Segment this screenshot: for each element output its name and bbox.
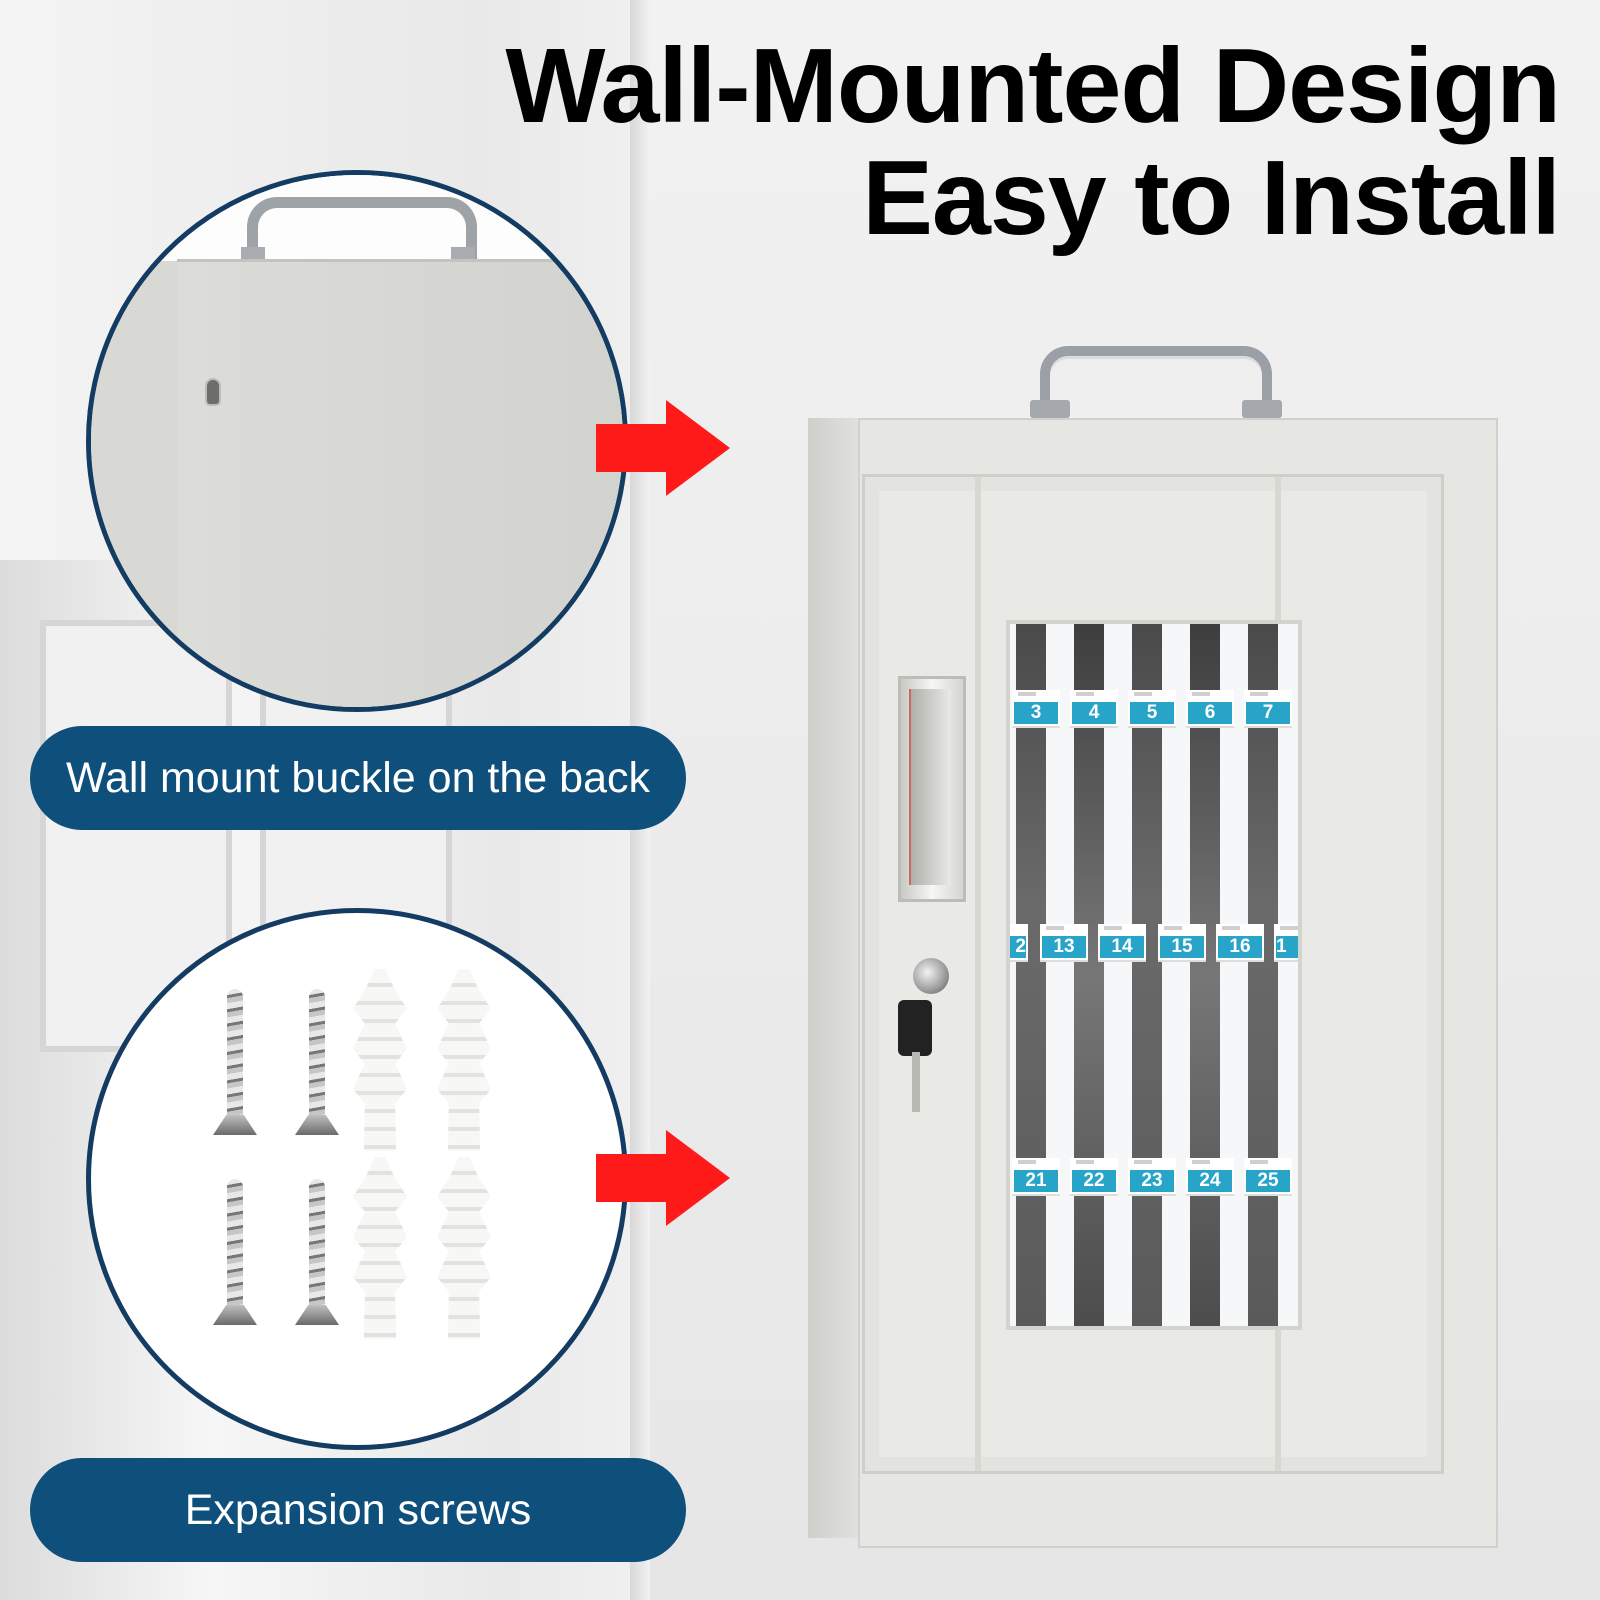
handle-foot (1242, 400, 1282, 418)
key-tag: 22 (1070, 1158, 1118, 1196)
headline-line-2: Easy to Install (862, 139, 1561, 257)
key-tag: 1 (1274, 924, 1298, 962)
key-slot (1248, 624, 1278, 1326)
key-tag: 24 (1186, 1158, 1234, 1196)
headline: Wall-Mounted Design Easy to Install (505, 27, 1561, 257)
key-tag: 5 (1128, 690, 1176, 728)
red-arrow-icon (596, 400, 730, 496)
screw-icon (295, 989, 339, 1139)
key-tag: 7 (1244, 690, 1292, 728)
key-tag: 16 (1216, 924, 1264, 962)
door-stile (975, 477, 981, 1471)
key-tag: 3 (1012, 690, 1060, 728)
handle-icon (247, 197, 477, 269)
cabinet-window: 3 4 5 6 7 2 13 14 15 16 1 21 22 23 24 25 (1006, 620, 1302, 1330)
wall-anchor-icon (353, 1157, 407, 1339)
key-icon (898, 1000, 932, 1056)
cabinet-handle (1040, 346, 1272, 416)
headline-line-1: Wall-Mounted Design (505, 27, 1561, 145)
wall-anchor-icon (437, 969, 491, 1151)
screw-icon (295, 1179, 339, 1329)
key-tag: 6 (1186, 690, 1234, 728)
red-arrow-icon (596, 1130, 730, 1226)
key-tag: 25 (1244, 1158, 1292, 1196)
tag-row: 21 22 23 24 25 (1010, 1158, 1298, 1196)
detail-circle-back (86, 170, 628, 712)
key-tag: 21 (1012, 1158, 1060, 1196)
key-tag: 15 (1158, 924, 1206, 962)
key-tag: 13 (1040, 924, 1088, 962)
wall-anchor-icon (437, 1157, 491, 1339)
lock-icon (913, 958, 949, 994)
key-slot (1132, 624, 1162, 1326)
key-slot (1190, 624, 1220, 1326)
tag-row: 2 13 14 15 16 1 (1010, 924, 1298, 962)
key-slot (1074, 624, 1104, 1326)
callout-label: Expansion screws (184, 1485, 532, 1534)
key-tag: 2 (1010, 924, 1028, 962)
detail-circle-screws (86, 908, 628, 1450)
screw-icon (213, 1179, 257, 1329)
key-tag: 14 (1098, 924, 1146, 962)
key-blade (912, 1052, 920, 1112)
callout-label: Wall mount buckle on the back (66, 753, 650, 802)
tag-row: 3 4 5 6 7 (1010, 690, 1298, 728)
key-tag: 4 (1070, 690, 1118, 728)
door-pull-handle (898, 676, 966, 902)
key-slot (1016, 624, 1046, 1326)
keyhole-icon (207, 380, 219, 404)
wall-anchor-icon (353, 969, 407, 1151)
handle-foot (1030, 400, 1070, 418)
cabinet-back (177, 259, 623, 707)
screw-icon (213, 989, 257, 1139)
cabinet-side (808, 418, 866, 1538)
key-tag: 23 (1128, 1158, 1176, 1196)
callout-wall-mount: Wall mount buckle on the back (30, 726, 686, 830)
callout-expansion-screws: Expansion screws (30, 1458, 686, 1562)
